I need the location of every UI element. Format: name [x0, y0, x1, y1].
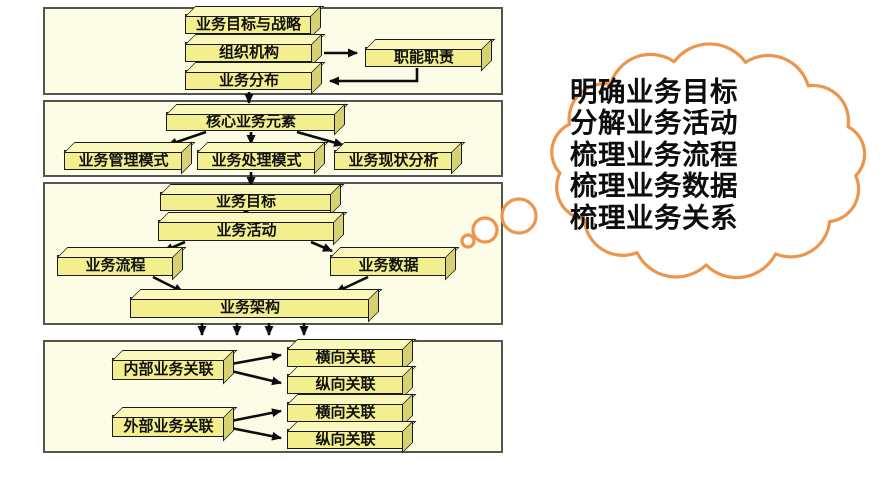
node-org: 组织机构 [185, 42, 313, 62]
node-h-link-2: 横向关联 [287, 402, 404, 422]
node-goal: 业务目标 [160, 192, 332, 211]
node-external: 外部业务关联 [112, 415, 225, 437]
node-h-link-1: 横向关联 [287, 347, 404, 367]
node-mgmt: 业务管理模式 [64, 150, 183, 170]
node-status: 业务现状分析 [334, 150, 453, 170]
node-flow: 业务流程 [57, 255, 174, 276]
node-v-link-2: 纵向关联 [287, 429, 404, 449]
cloud-text-block: 明确业务目标 分解业务活动 梳理业务流程 梳理业务数据 梳理业务关系 [570, 76, 738, 234]
node-arch: 业务架构 [130, 297, 370, 318]
node-core: 核心业务元素 [166, 112, 336, 131]
thought-bubble-large [500, 197, 538, 235]
node-dist: 业务分布 [185, 70, 313, 90]
node-v-link-1: 纵向关联 [287, 374, 404, 394]
cloud-text-line: 明确业务目标 [570, 76, 738, 108]
node-proc: 业务处理模式 [197, 150, 316, 170]
node-goal-strategy: 业务目标与战略 [185, 14, 312, 34]
cloud-text-line: 梳理业务数据 [570, 170, 738, 203]
node-activity: 业务活动 [158, 220, 335, 241]
node-duty: 职能职责 [365, 47, 483, 67]
node-data: 业务数据 [330, 255, 447, 276]
cloud-text-line: 梳理业务流程 [570, 138, 738, 171]
cloud-text-line: 梳理业务关系 [570, 201, 738, 234]
cloud-text-line: 分解业务活动 [570, 107, 738, 140]
node-internal: 内部业务关联 [112, 358, 225, 380]
